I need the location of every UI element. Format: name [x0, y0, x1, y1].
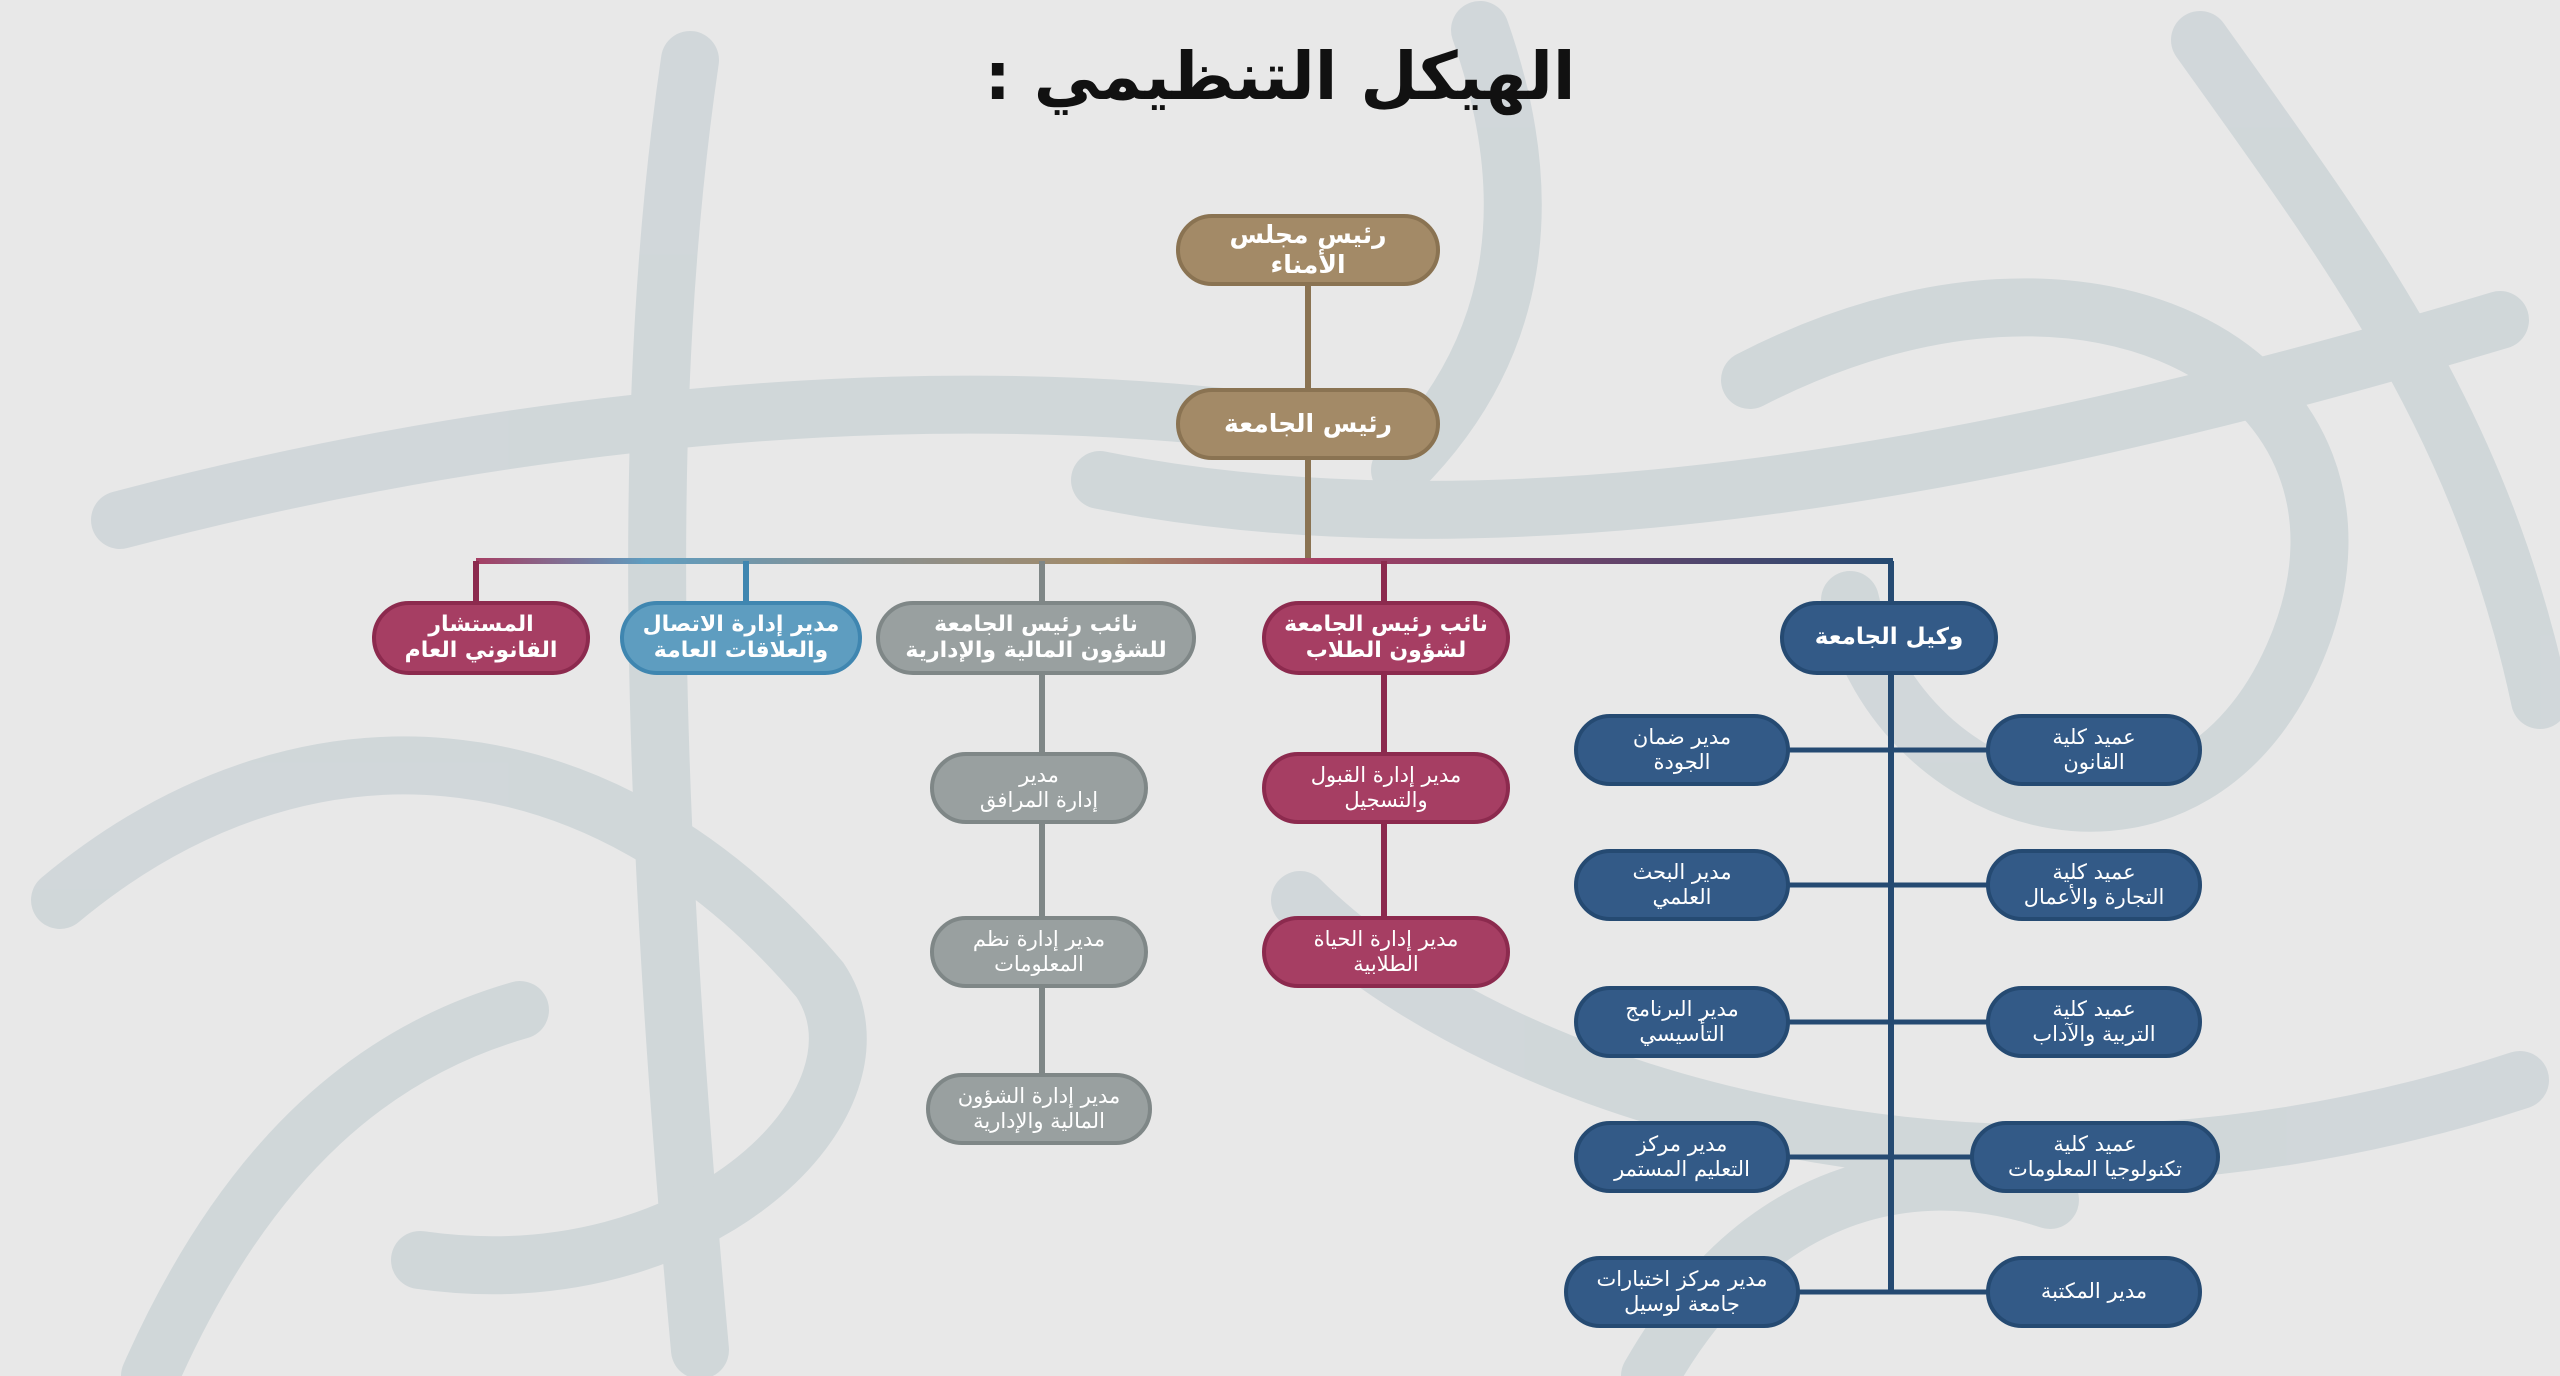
student-life-director-node: مدير إدارة الحياة الطلابية [1262, 916, 1510, 988]
university-president-node: رئيس الجامعة [1176, 388, 1440, 460]
foundation-program-director-node: مدير البرنامج التأسيسي [1574, 986, 1790, 1058]
communication-director-node: مدير إدارة الاتصال والعلاقات العامة [620, 601, 862, 675]
vp-student-affairs-node: نائب رئيس الجامعة لشؤون الطلاب [1262, 601, 1510, 675]
library-director-node: مدير المكتبة [1986, 1256, 2202, 1328]
board-chairman-node: رئيس مجلس الأمناء [1176, 214, 1440, 286]
vp-finance-admin-node: نائب رئيس الجامعة للشؤون المالية والإدار… [876, 601, 1196, 675]
university-vice-president-node: وكيل الجامعة [1780, 601, 1998, 675]
dean-education-node: عميد كلية التربية والآداب [1986, 986, 2202, 1058]
finance-admin-director-node: مدير إدارة الشؤون المالية والإدارية [926, 1073, 1152, 1145]
testing-center-director-node: مدير مركز اختبارات جامعة لوسيل [1564, 1256, 1800, 1328]
research-director-node: مدير البحث العلمي [1574, 849, 1790, 921]
quality-director-node: مدير ضمان الجودة [1574, 714, 1790, 786]
it-systems-director-node: مدير إدارة نظم المعلومات [930, 916, 1148, 988]
dean-law-node: عميد كلية القانون [1986, 714, 2202, 786]
dean-it-node: عميد كلية تكنولوجيا المعلومات [1970, 1121, 2220, 1193]
facilities-director-node: مدير إدارة المرافق [930, 752, 1148, 824]
dean-business-node: عميد كلية التجارة والأعمال [1986, 849, 2202, 921]
page-title: الهيكل التنظيمي : [984, 38, 1576, 115]
admission-director-node: مدير إدارة القبول والتسجيل [1262, 752, 1510, 824]
legal-advisor-node: المستشار القانوني العام [372, 601, 590, 675]
continuing-education-director-node: مدير مركز التعليم المستمر [1574, 1121, 1790, 1193]
